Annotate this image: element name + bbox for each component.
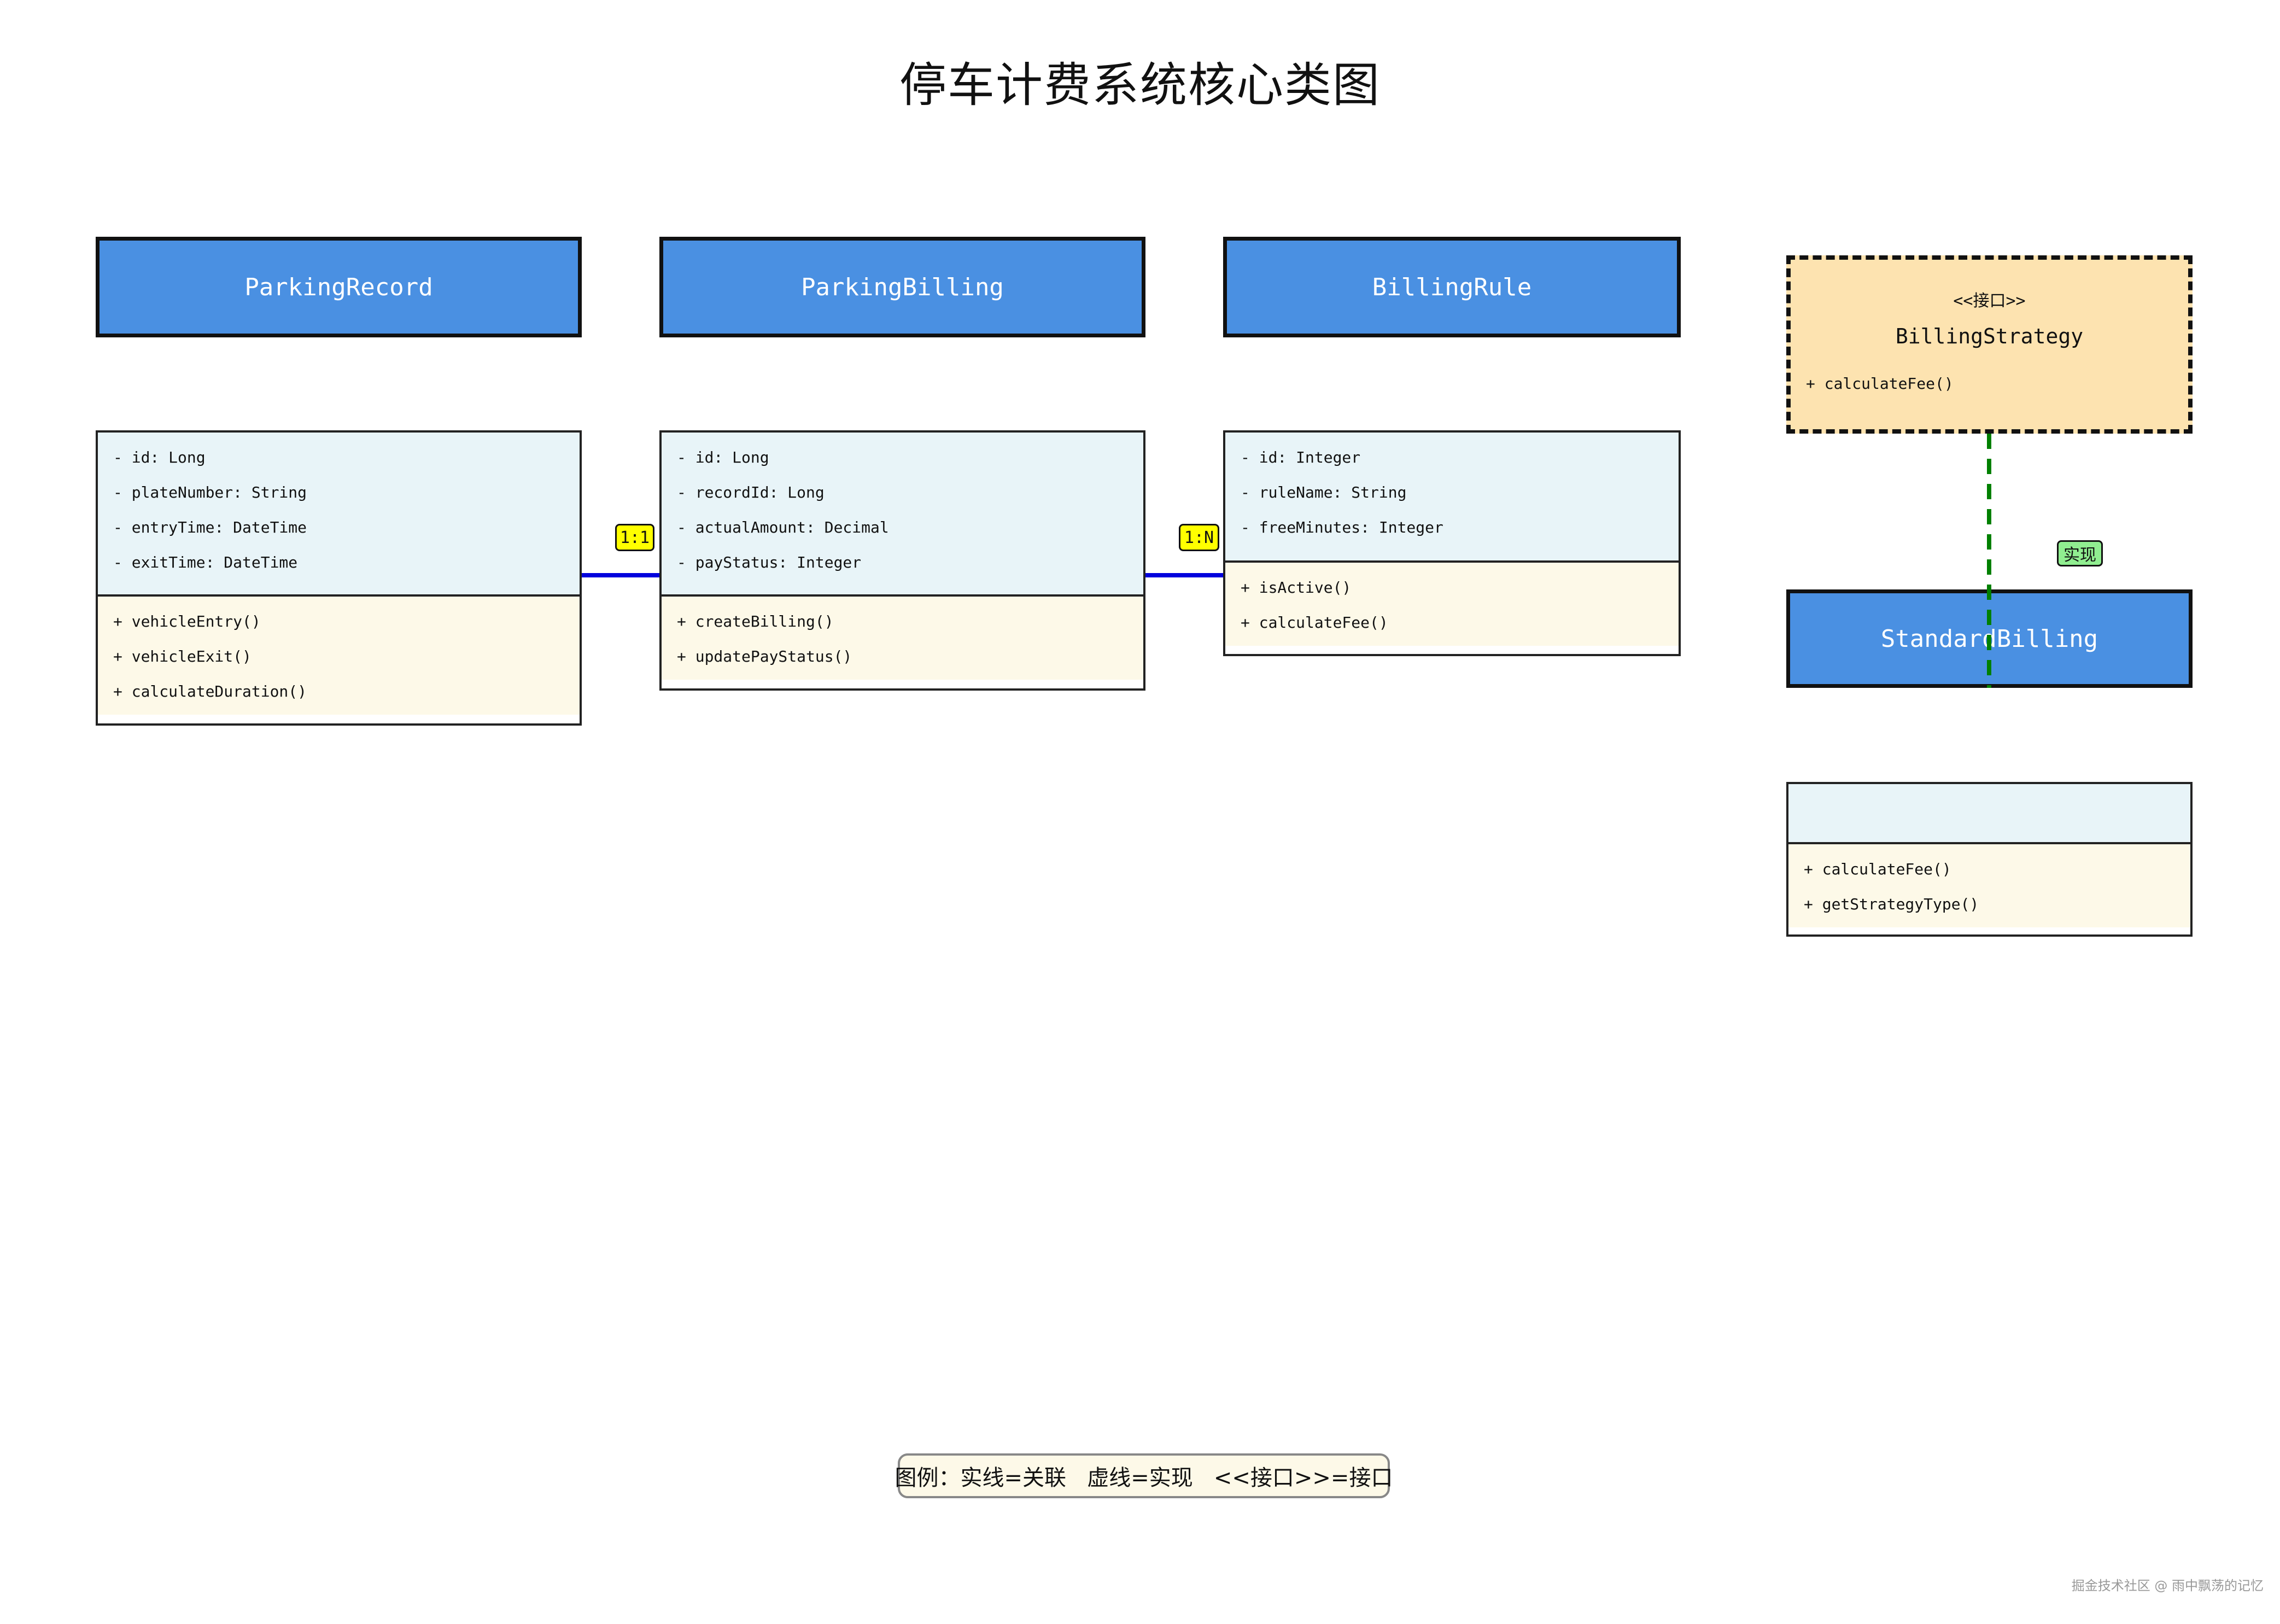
parking-record-body: - id: Long - plateNumber: String - entry… xyxy=(96,430,582,726)
diagram-title: 停车计费系统核心类图 xyxy=(899,58,1381,113)
attribute-item: - recordId: Long xyxy=(677,483,825,501)
billing-strategy-interface[interactable]: <<接口>> BillingStrategy + calculateFee() xyxy=(1786,255,2193,434)
method-item: + isActive() xyxy=(1241,579,1352,597)
attribute-item: - actualAmount: Decimal xyxy=(677,518,889,536)
attribute-item: - id: Integer xyxy=(1241,448,1361,466)
multiplicity-badge-1-1: 1:1 xyxy=(615,524,654,551)
standard-billing-attributes xyxy=(1788,784,2190,844)
legend-box: 图例：实线=关联 虚线=实现 <<接口>>=接口 xyxy=(895,1453,1393,1498)
parking-billing-header[interactable]: ParkingBilling xyxy=(659,237,1145,337)
method-item: + calculateFee() xyxy=(1804,860,1951,878)
billing-rule-header[interactable]: BillingRule xyxy=(1223,237,1681,337)
parking-record-header[interactable]: ParkingRecord xyxy=(96,237,582,337)
parking-billing-body: - id: Long - recordId: Long - actualAmou… xyxy=(659,430,1145,691)
attribute-item: - payStatus: Integer xyxy=(677,553,862,571)
method-item: + vehicleExit() xyxy=(113,647,252,665)
method-item: + getStrategyType() xyxy=(1804,895,1979,913)
attribute-item: - entryTime: DateTime xyxy=(113,518,307,536)
attribute-item: - exitTime: DateTime xyxy=(113,553,298,571)
interface-method: + calculateFee() xyxy=(1806,375,1954,393)
parking-record-methods: + vehicleEntry() + vehicleExit() + calcu… xyxy=(98,597,580,715)
attribute-item: - ruleName: String xyxy=(1241,483,1407,501)
billing-rule-body: - id: Integer - ruleName: String - freeM… xyxy=(1223,430,1681,656)
attribute-item: - freeMinutes: Integer xyxy=(1241,518,1443,536)
billing-rule-methods: + isActive() + calculateFee() xyxy=(1225,563,1679,646)
method-item: + updatePayStatus() xyxy=(677,647,852,665)
attribute-item: - id: Long xyxy=(113,448,206,466)
method-item: + calculateFee() xyxy=(1241,614,1388,632)
parking-billing-methods: + createBilling() + updatePayStatus() xyxy=(662,597,1143,680)
interface-stereotype: <<接口>> xyxy=(1953,291,2026,311)
multiplicity-badge-1-n: 1:N xyxy=(1179,524,1219,551)
standard-billing-methods: + calculateFee() + getStrategyType() xyxy=(1788,844,2190,927)
parking-billing-attributes: - id: Long - recordId: Long - actualAmou… xyxy=(662,433,1143,597)
method-item: + calculateDuration() xyxy=(113,682,307,700)
realization-badge: 实现 xyxy=(2057,540,2103,566)
interface-name: BillingStrategy xyxy=(1895,324,2084,348)
method-item: + createBilling() xyxy=(677,612,834,630)
attribute-item: - plateNumber: String xyxy=(113,483,307,501)
parking-record-attributes: - id: Long - plateNumber: String - entry… xyxy=(98,433,580,597)
watermark-text: 掘金技术社区 @ 雨中飘荡的记忆 xyxy=(2071,1578,2264,1593)
method-item: + vehicleEntry() xyxy=(113,612,261,630)
attribute-item: - id: Long xyxy=(677,448,769,466)
billing-rule-attributes: - id: Integer - ruleName: String - freeM… xyxy=(1225,433,1679,563)
standard-billing-body: + calculateFee() + getStrategyType() xyxy=(1786,782,2193,937)
